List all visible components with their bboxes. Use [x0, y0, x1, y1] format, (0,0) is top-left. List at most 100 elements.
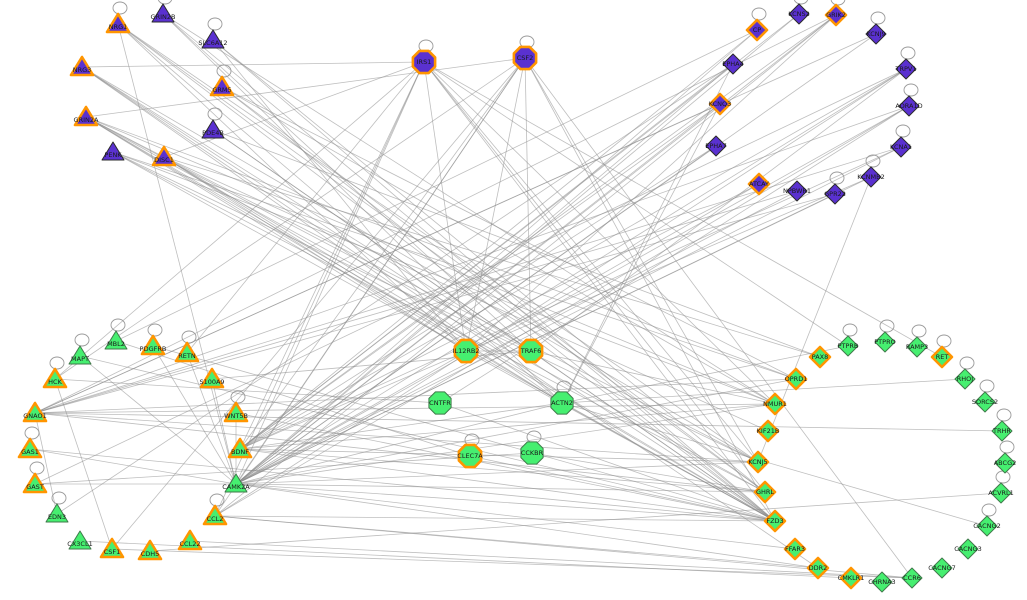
node-GRIK2[interactable]: GRIK2 [824, 3, 848, 27]
node-CACNG3[interactable]: CACNG3 [954, 538, 982, 560]
diamond-shape [895, 58, 917, 80]
diamond-shape [756, 419, 780, 443]
node-NRG3[interactable]: NRG3 [69, 55, 95, 77]
node-ACVRL1[interactable]: ACVRL1 [988, 482, 1014, 504]
triangle-shape [174, 341, 200, 363]
triangle-shape [42, 367, 68, 389]
node-CX3CL1[interactable]: CX3CL1 [67, 530, 93, 550]
node-TRHR[interactable]: TRHR [991, 420, 1013, 442]
edge [465, 350, 776, 522]
node-TRAF6[interactable]: TRAF6 [518, 338, 544, 364]
triangle-shape [17, 437, 43, 459]
node-RHOJ[interactable]: RHOJ [954, 368, 976, 390]
node-GAS1[interactable]: GAS1 [17, 437, 43, 459]
node-RAMP3[interactable]: RAMP3 [906, 336, 928, 358]
edge [54, 378, 113, 550]
node-CNTFR[interactable]: CNTFR [428, 391, 452, 415]
edge [524, 57, 913, 579]
node-CCL22[interactable]: CCL22 [177, 529, 203, 551]
node-FFAR3[interactable]: FFAR3 [783, 537, 807, 561]
self-loop [895, 124, 911, 138]
diamond-shape [747, 172, 771, 196]
node-KCNJ5[interactable]: KCNJ5 [746, 450, 770, 474]
edge [211, 350, 532, 380]
edge [163, 156, 769, 432]
node-CCKBR[interactable]: CCKBR [520, 441, 544, 465]
edge [54, 378, 441, 404]
node-SORCS2[interactable]: SORCS2 [972, 391, 998, 413]
triangle-shape [140, 334, 166, 356]
diamond-shape [824, 183, 846, 205]
node-KCNA1[interactable]: KCNA1 [890, 136, 912, 158]
self-loop [830, 0, 846, 6]
node-CSF2[interactable]: CSF2 [512, 45, 538, 71]
node-GPR22[interactable]: GPR22 [824, 183, 846, 205]
node-CP[interactable]: CP [745, 18, 769, 42]
node-GNAO1[interactable]: GNAO1 [22, 401, 48, 423]
node-ACTN2[interactable]: ACTN2 [550, 391, 574, 415]
octagon-shape [428, 391, 452, 415]
octagon-shape [512, 45, 538, 71]
triangle-shape [22, 401, 48, 423]
node-KCNQ3[interactable]: KCNQ3 [708, 92, 732, 116]
node-GRM5[interactable]: GRM5 [209, 75, 235, 97]
edge [34, 378, 797, 414]
self-loop [29, 461, 45, 475]
node-KCNS2[interactable]: KCNS2 [788, 3, 810, 25]
node-PTPRB[interactable]: PTPRB [837, 335, 859, 357]
node-IL12RB2[interactable]: IL12RB2 [453, 338, 480, 364]
edge [85, 116, 759, 463]
node-PDE4B[interactable]: PDE4B [201, 119, 225, 139]
node-GRIN2B[interactable]: GRIN2B [151, 3, 176, 23]
edge [423, 61, 849, 347]
node-CCR6[interactable]: CCR6 [901, 567, 923, 589]
node-HCK[interactable]: HCK [42, 367, 68, 389]
edge [757, 176, 872, 463]
node-RET[interactable]: RET [930, 345, 954, 369]
triangle-shape [105, 12, 131, 34]
node-PTPRO[interactable]: PTPRO [874, 331, 896, 353]
node-KIF21B[interactable]: KIF21B [756, 419, 780, 443]
edge [235, 402, 563, 485]
edge [81, 66, 776, 522]
edge [235, 146, 902, 485]
edge [117, 23, 776, 522]
edge [79, 355, 776, 522]
node-CACNG2[interactable]: CACNG2 [973, 515, 1001, 537]
octagon-shape [411, 49, 437, 75]
node-NRG1[interactable]: NRG1 [105, 12, 131, 34]
self-loop [24, 426, 40, 440]
node-CCL2[interactable]: CCL2 [202, 504, 228, 526]
node-CMKLR1[interactable]: CMKLR1 [838, 566, 865, 590]
node-EPHA7[interactable]: EPHA7 [705, 135, 727, 157]
node-ATCAY[interactable]: ATCAY [747, 172, 771, 196]
node-ADRA1D[interactable]: ADRA1D [895, 95, 923, 117]
node-GAST[interactable]: GAST [22, 472, 48, 494]
node-PENK[interactable]: PENK [101, 141, 125, 161]
node-CACNG7[interactable]: CACNG7 [928, 557, 956, 579]
triangle-shape [68, 345, 92, 365]
edge [239, 68, 907, 450]
edge [235, 13, 800, 485]
node-FZD3[interactable]: FZD3 [763, 509, 787, 533]
edge [235, 483, 776, 522]
node-TRPV1[interactable]: TRPV1 [895, 58, 917, 80]
node-NPBWR1[interactable]: NPBWR1 [783, 180, 811, 202]
edge [561, 63, 734, 404]
edge [115, 29, 758, 342]
self-loop [829, 171, 845, 185]
node-CSF1[interactable]: CSF1 [99, 537, 125, 559]
node-ABCG2[interactable]: ABCG2 [994, 452, 1017, 474]
node-PDGFRB[interactable]: PDGFRB [140, 334, 167, 356]
node-RETN[interactable]: RETN [174, 341, 200, 363]
edge [111, 57, 526, 550]
node-IRS1[interactable]: IRS1 [411, 49, 437, 75]
node-CHRNA3[interactable]: CHRNA3 [868, 571, 896, 593]
node-KCNMB2[interactable]: KCNMB2 [857, 166, 885, 188]
node-MAPT[interactable]: MAPT [68, 345, 92, 365]
edge [235, 145, 717, 485]
node-CLEC7A[interactable]: CLEC7A [457, 443, 483, 469]
diamond-shape [786, 180, 808, 202]
node-KCNJ9[interactable]: KCNJ9 [865, 23, 887, 45]
node-EDN3[interactable]: EDN3 [45, 503, 69, 523]
